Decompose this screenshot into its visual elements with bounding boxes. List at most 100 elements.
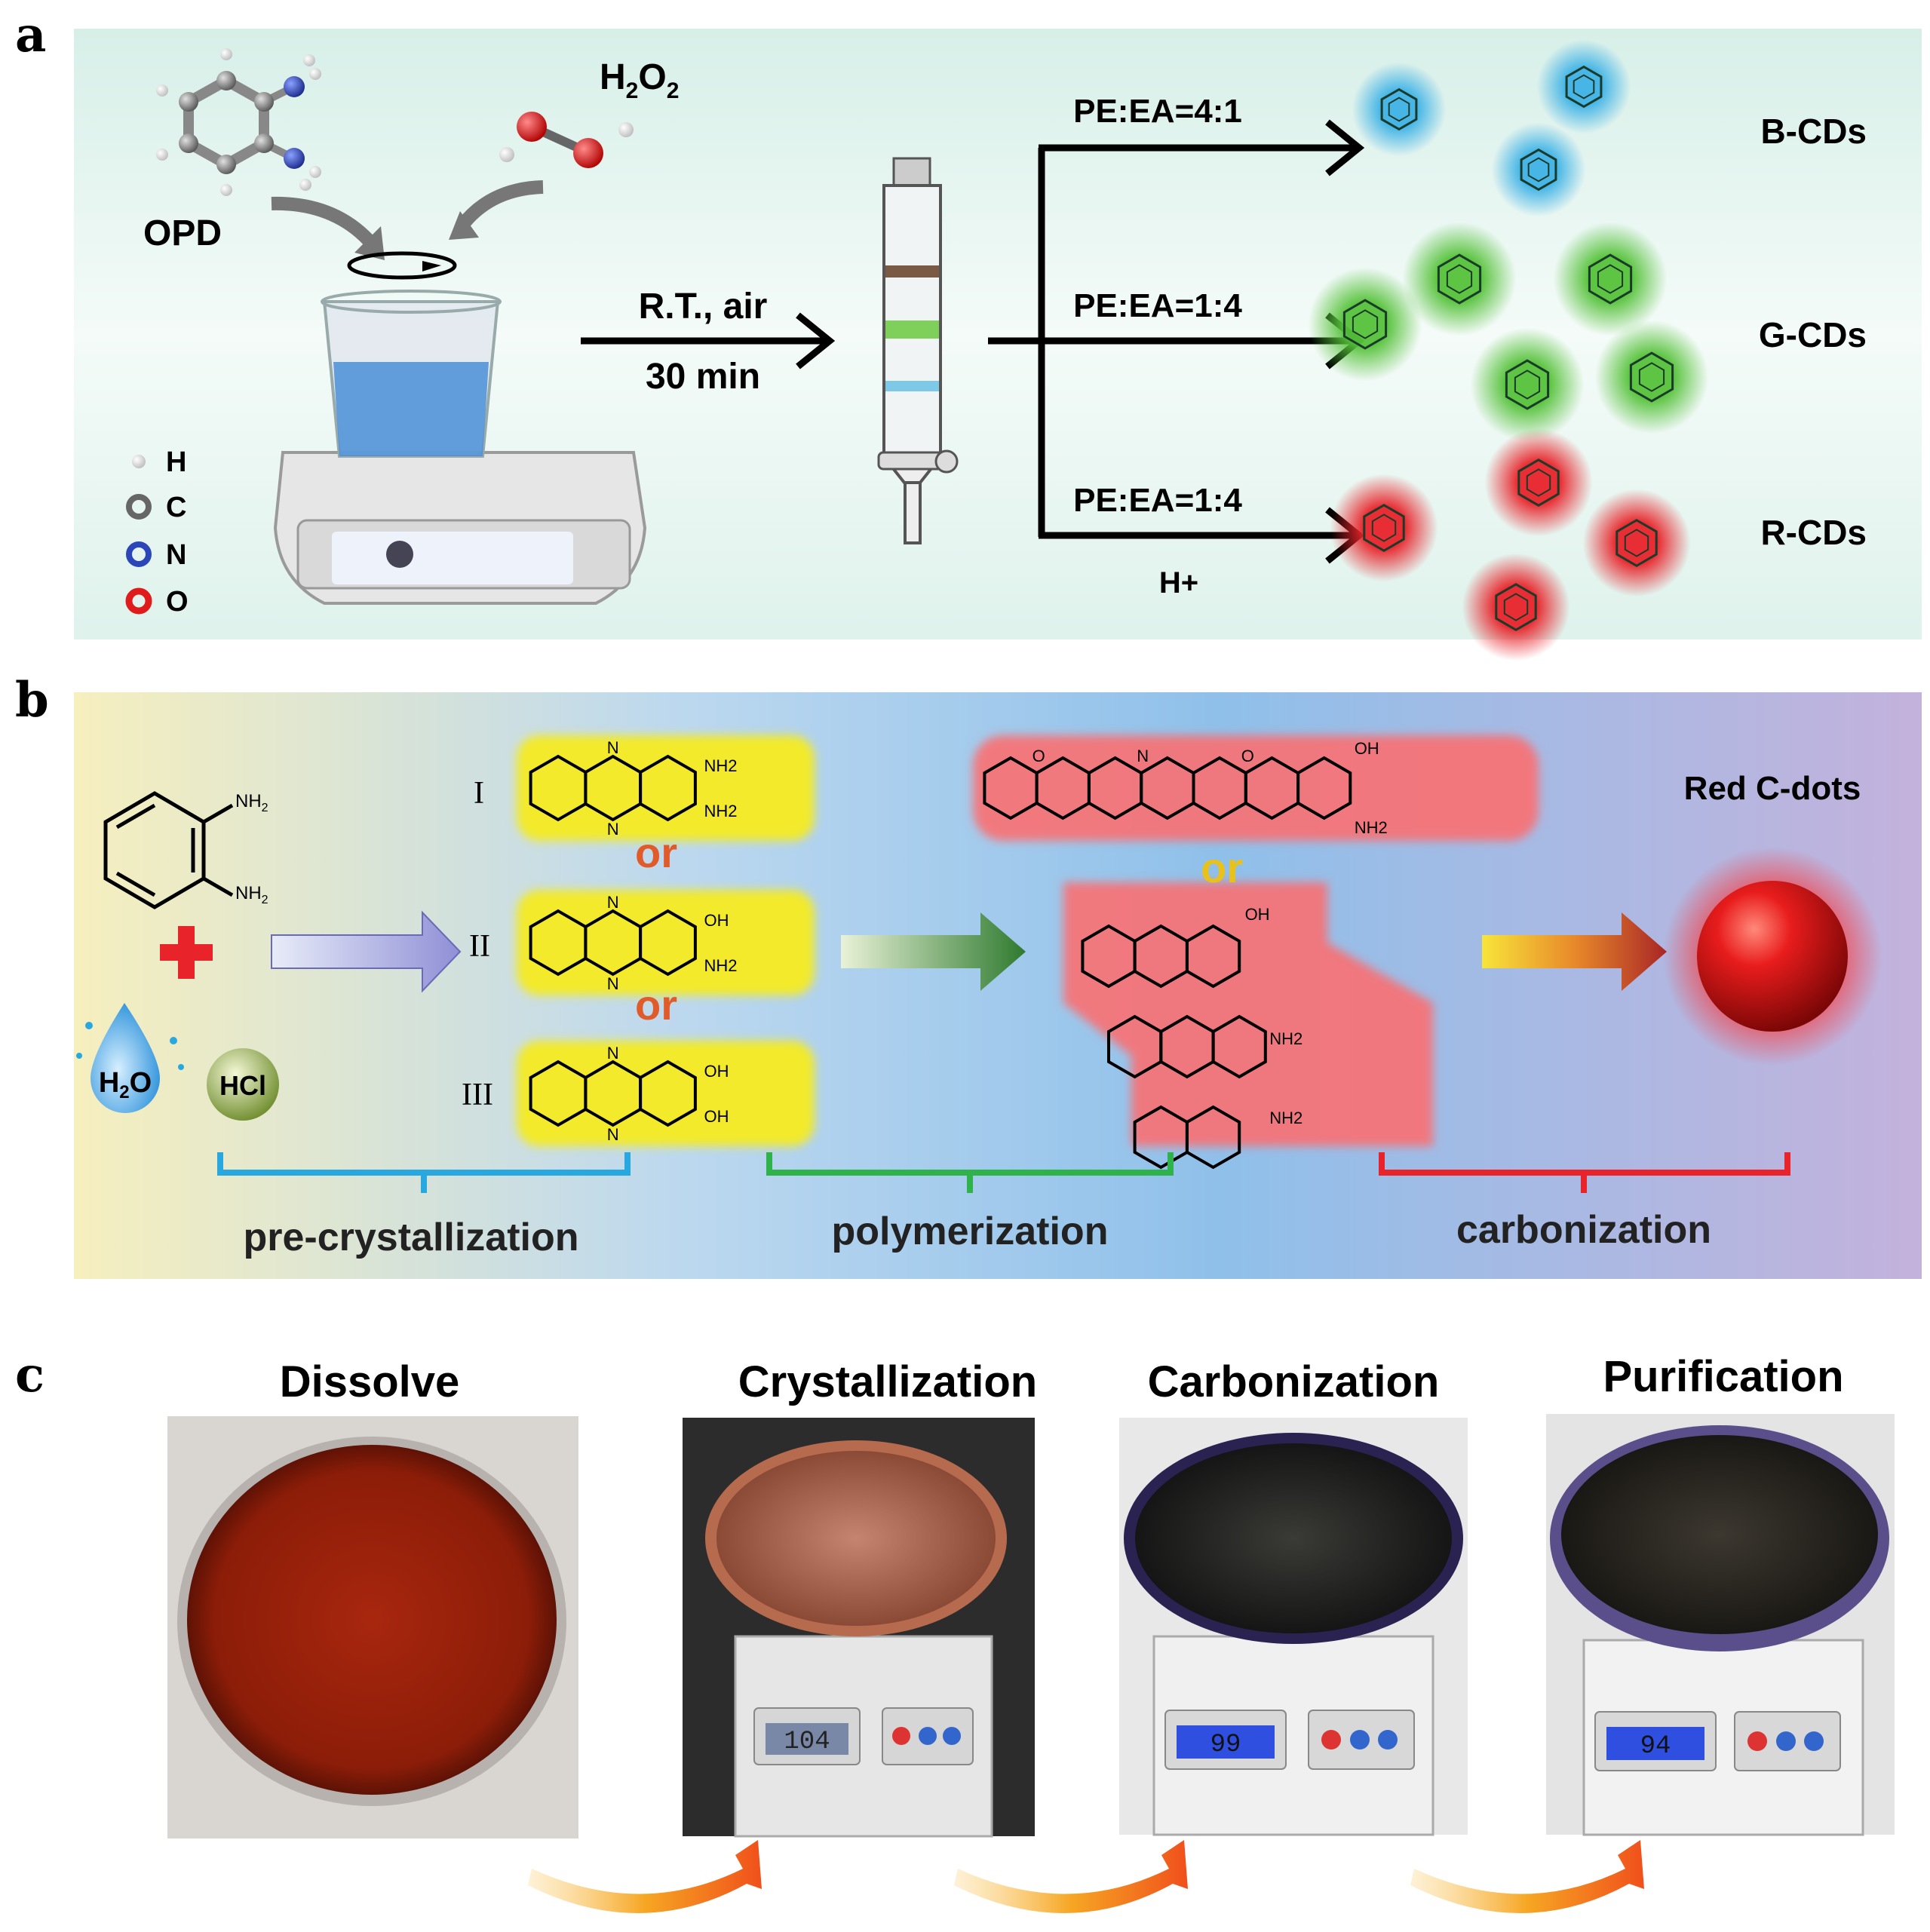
red-cdots-label: Red C-dots bbox=[1684, 770, 1861, 807]
polymer-glow bbox=[973, 735, 1539, 1146]
carbon-dot-2-4 bbox=[1470, 327, 1585, 442]
opd-structure bbox=[103, 791, 234, 909]
or-label-2: or bbox=[635, 981, 677, 1029]
process-arrow-1 bbox=[528, 1840, 762, 1914]
step-title-purification: Purification bbox=[1603, 1352, 1843, 1401]
carbon-dot-1-1 bbox=[1352, 62, 1447, 157]
svg-text:NH2: NH2 bbox=[704, 956, 737, 975]
photo-dissolve bbox=[167, 1416, 578, 1838]
scale-reading-3: 94 bbox=[1640, 1732, 1671, 1761]
carbon-dot-2-3 bbox=[1308, 267, 1422, 382]
svg-text:N: N bbox=[607, 1125, 619, 1144]
h2o2-molecule bbox=[499, 112, 634, 168]
condition-line2: 30 min bbox=[646, 357, 760, 397]
svg-text:NH2: NH2 bbox=[704, 756, 737, 775]
eluent-label-1: PE:EA=4:1 bbox=[1073, 93, 1242, 130]
panel-b-letter: b bbox=[15, 672, 49, 728]
legend-o-label: O bbox=[166, 586, 189, 618]
eluent-label-2: PE:EA=1:4 bbox=[1073, 287, 1242, 324]
bracket-pre-crystallization bbox=[217, 1152, 631, 1193]
h2o2-label: H2O2 bbox=[600, 57, 679, 103]
svg-text:N: N bbox=[607, 974, 619, 993]
legend-n-label: N bbox=[166, 539, 186, 571]
svg-text:N: N bbox=[1137, 747, 1149, 765]
arrow-step-2 bbox=[841, 912, 1026, 991]
roman-i: I bbox=[474, 776, 484, 811]
bracket-carbonization bbox=[1379, 1152, 1790, 1193]
carbon-dot-3-1 bbox=[1484, 428, 1593, 537]
carbon-dot-2-2 bbox=[1553, 222, 1668, 336]
arrow-step-3 bbox=[1482, 912, 1667, 991]
intermediate-glow bbox=[517, 735, 815, 1146]
or-label-1: or bbox=[635, 829, 677, 876]
carbon-dot-2-1 bbox=[1402, 222, 1517, 336]
hcl-label: HCl bbox=[219, 1070, 266, 1101]
chromatography-column bbox=[877, 157, 959, 544]
step-title-dissolve: Dissolve bbox=[280, 1357, 460, 1406]
svg-text:O: O bbox=[1241, 747, 1254, 765]
condition-line1: R.T., air bbox=[639, 287, 768, 327]
carbon-dot-1-2 bbox=[1536, 39, 1631, 134]
red-cdot-sphere bbox=[1697, 881, 1848, 1032]
svg-text:NH2: NH2 bbox=[1269, 1109, 1303, 1127]
photo-purification: 94 bbox=[1546, 1414, 1895, 1836]
process-arrow-2 bbox=[954, 1840, 1188, 1914]
legend-c-label: C bbox=[166, 492, 186, 523]
carbon-dot-1-3 bbox=[1491, 122, 1586, 217]
or-label-3: or bbox=[1201, 844, 1243, 891]
legend-c-ball bbox=[126, 494, 152, 520]
scale-reading-2: 99 bbox=[1210, 1731, 1241, 1759]
h2o2-curved-arrow bbox=[456, 180, 544, 231]
acid-label: H+ bbox=[1159, 566, 1198, 600]
carbon-dot-2-5 bbox=[1594, 320, 1709, 434]
roman-ii: II bbox=[469, 929, 490, 964]
step-title-carbonization: Carbonization bbox=[1148, 1357, 1440, 1406]
step-title-crystallization: Crystallization bbox=[738, 1357, 1037, 1406]
plus-icon bbox=[160, 926, 213, 979]
beaker-stirrer bbox=[273, 290, 647, 605]
carbon-dots-layer bbox=[1308, 39, 1709, 661]
svg-text:NH2: NH2 bbox=[704, 802, 737, 820]
svg-text:N: N bbox=[607, 1044, 619, 1063]
svg-text:NH2: NH2 bbox=[1269, 1029, 1303, 1048]
polymer-linear: O N O OH NH2 bbox=[983, 739, 1388, 837]
atom-legend: H C N O bbox=[125, 446, 189, 618]
water-drop-icon bbox=[76, 1003, 184, 1113]
product-r-cds: R-CDs bbox=[1760, 513, 1867, 552]
opd-curved-arrow bbox=[271, 196, 373, 245]
legend-o-ball bbox=[125, 587, 152, 615]
product-b-cds: B-CDs bbox=[1760, 112, 1867, 151]
svg-text:N: N bbox=[607, 893, 619, 912]
legend-n-ball bbox=[126, 541, 152, 567]
opd-molecule bbox=[156, 48, 321, 196]
legend-h-ball bbox=[132, 455, 146, 468]
stage-pre-crystallization: pre-crystallization bbox=[243, 1216, 578, 1259]
svg-text:N: N bbox=[607, 820, 619, 839]
stage-carbonization: carbonization bbox=[1456, 1208, 1711, 1252]
svg-text:NH2: NH2 bbox=[1355, 818, 1388, 837]
process-arrow-3 bbox=[1410, 1840, 1644, 1914]
svg-text:OH: OH bbox=[704, 1062, 729, 1081]
panel-b: b NH2 NH2 H2O HCl I II II bbox=[15, 672, 1922, 1279]
panel-a-letter: a bbox=[15, 7, 46, 63]
scale-reading-1: 104 bbox=[784, 1728, 830, 1756]
eluent-label-3: PE:EA=1:4 bbox=[1073, 482, 1242, 519]
svg-text:OH: OH bbox=[1355, 739, 1379, 758]
product-g-cds: G-CDs bbox=[1759, 315, 1867, 354]
panel-c: c Dissolve Crystallization Carbonization… bbox=[15, 1347, 1895, 1914]
photo-carbonization: 99 bbox=[1119, 1418, 1468, 1836]
svg-text:N: N bbox=[607, 738, 619, 757]
stage-polymerization: polymerization bbox=[832, 1210, 1109, 1253]
opd-label: OPD bbox=[143, 213, 222, 253]
panel-c-letter: c bbox=[15, 1347, 44, 1403]
svg-text:OH: OH bbox=[1245, 905, 1270, 924]
panel-a: a OPD H2O2 bbox=[15, 7, 1922, 661]
svg-text:O: O bbox=[1033, 747, 1045, 765]
roman-iii: III bbox=[462, 1078, 493, 1112]
